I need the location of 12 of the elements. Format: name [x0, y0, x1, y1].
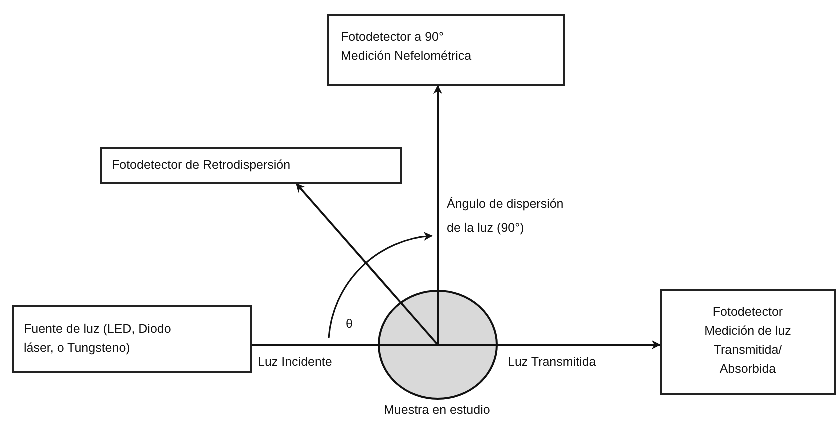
process-box: Fuente de luz (LED, Diodo láser, o Tungsteno)	[12, 305, 252, 373]
connector-line	[252, 344, 378, 346]
arrow	[434, 85, 442, 290]
angle-label: Ángulo de dispersión de la luz (90°)	[447, 196, 565, 237]
sample-circle	[378, 290, 498, 400]
arrow	[498, 340, 661, 350]
process-box: Fotodetector a 90° Medición Nefelométrica	[327, 14, 565, 86]
arrow	[296, 183, 402, 303]
angle-symbol: θ	[346, 316, 353, 333]
process-box: Fotodetector Medición de luz Transmitida/ Absorbida	[660, 289, 836, 395]
process-box: Fotodetector de Retrodispersión	[100, 147, 402, 184]
node-label: Muestra en estudio	[384, 402, 490, 419]
